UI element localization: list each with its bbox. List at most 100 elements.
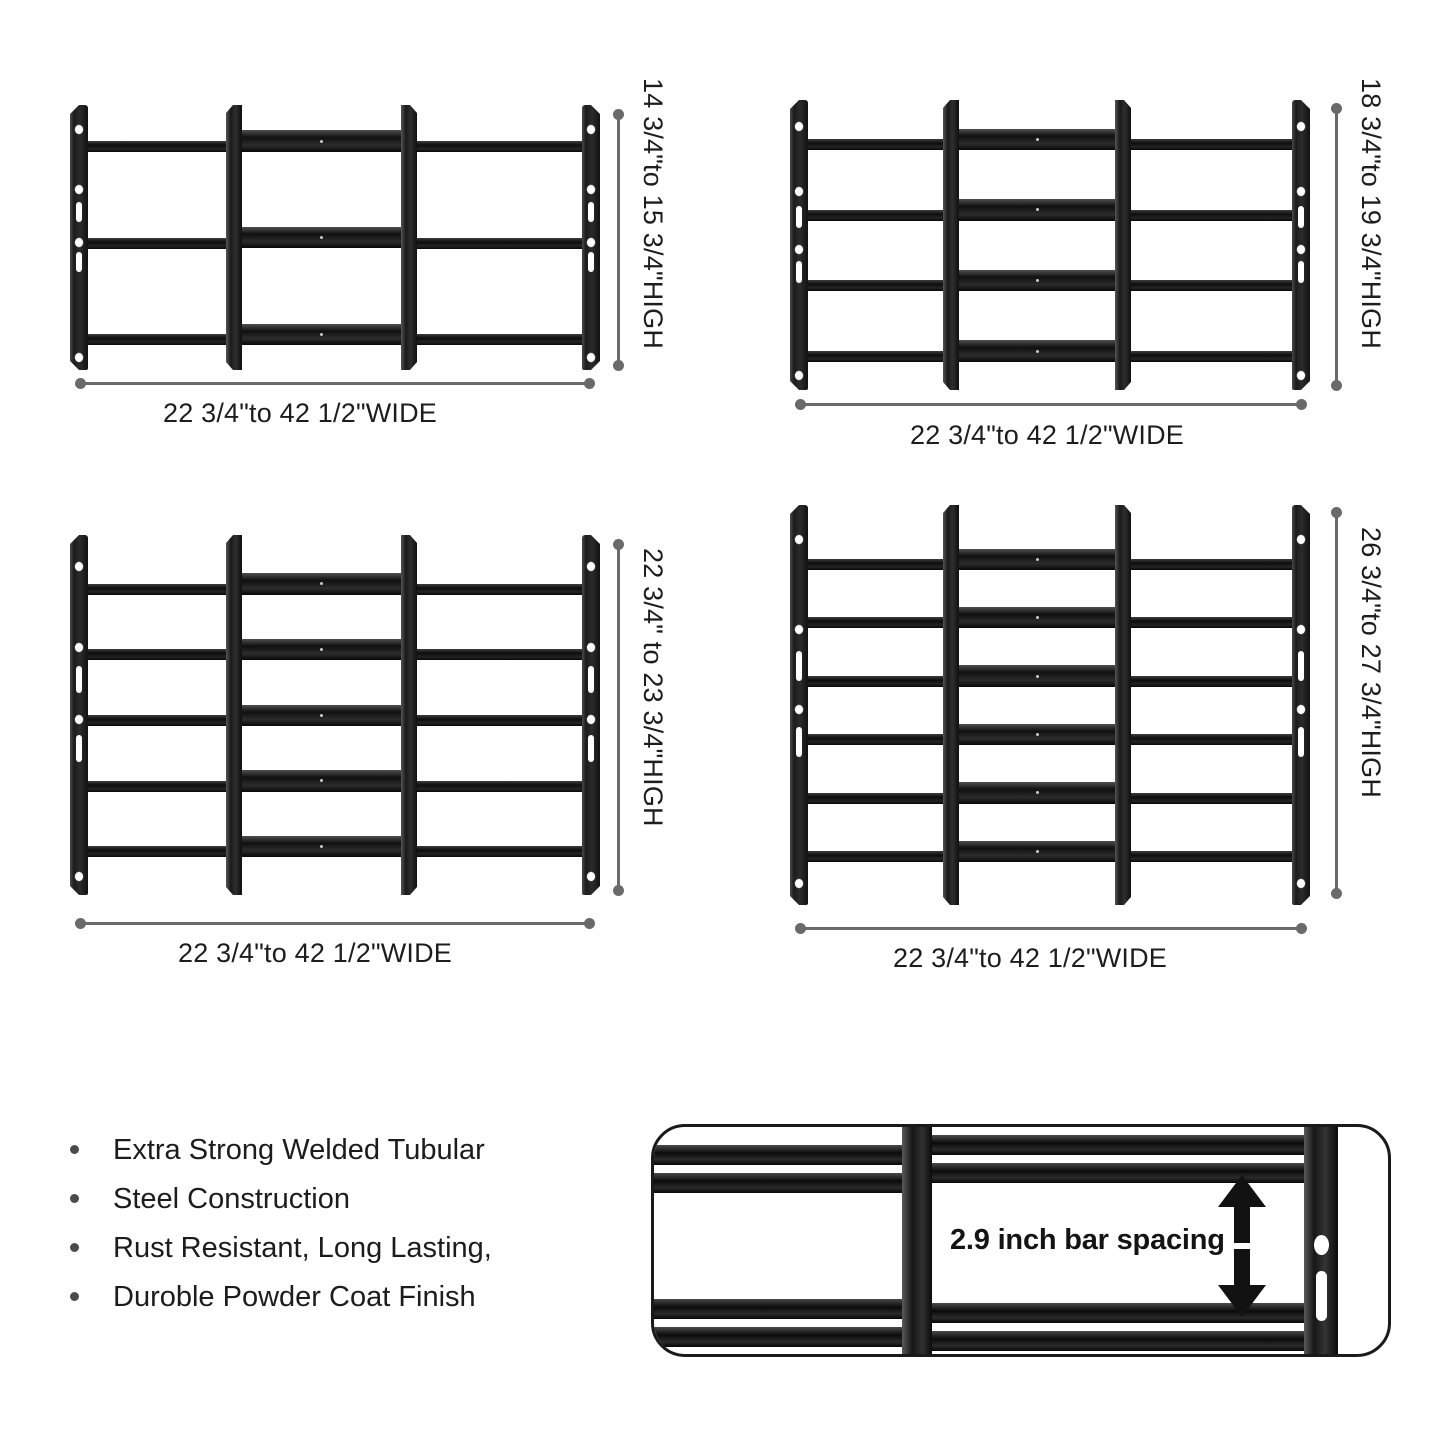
mounting-hole: [587, 643, 595, 652]
vertical-mullion: [226, 105, 242, 370]
horizontal-bar-center: [945, 548, 1129, 570]
vertical-mullion: [1115, 100, 1131, 390]
feature-text: Duroble Powder Coat Finish: [113, 1280, 476, 1313]
product-panel-4: [790, 505, 1310, 905]
features-list: Extra Strong Welded Tubular Steel Constr…: [70, 1134, 610, 1331]
bar-rivet: [1035, 208, 1039, 212]
mounting-slot: [796, 206, 802, 228]
mounting-hole: [587, 562, 595, 571]
mounting-hole: [1297, 879, 1305, 888]
mounting-hole: [795, 245, 803, 254]
bullet-icon: [70, 1291, 79, 1301]
panel-3-height-dimension-line: [612, 539, 624, 896]
horizontal-bar: [1115, 139, 1308, 151]
panel-1-width-dimension-line: [75, 377, 595, 389]
mounting-hole: [75, 353, 83, 362]
horizontal-bar: [1115, 617, 1308, 629]
horizontal-bar-center: [945, 723, 1129, 746]
horizontal-bar: [792, 734, 959, 746]
horizontal-bar-center: [228, 770, 415, 792]
mounting-hole: [587, 185, 595, 194]
panel-3-height-label: 22 3/4" to 23 3/4"HIGH: [638, 548, 668, 827]
horizontal-bar: [792, 559, 959, 570]
panel-4-height-dimension-line: [1330, 507, 1342, 899]
mounting-hole: [795, 187, 803, 196]
mounting-hole: [75, 643, 83, 652]
dimension-endpoint-dot: [795, 398, 806, 410]
horizontal-bar: [1115, 675, 1308, 687]
list-item: Rust Resistant, Long Lasting,: [70, 1232, 610, 1265]
mounting-slot: [76, 252, 82, 272]
panel-2-height-dimension-line: [1330, 103, 1342, 391]
horizontal-bar: [72, 715, 242, 726]
detail-bar: [902, 1135, 1322, 1155]
dimension-endpoint-dot: [1296, 922, 1307, 934]
arrow-shaft: [1234, 1249, 1250, 1287]
horizontal-bar: [792, 139, 959, 151]
horizontal-bar: [792, 617, 959, 629]
horizontal-bar-center: [945, 199, 1129, 221]
dimension-endpoint-dot: [612, 360, 624, 371]
mounting-hole: [587, 715, 595, 724]
list-item: Duroble Powder Coat Finish: [70, 1280, 610, 1314]
panel-1-width-label: 22 3/4"to 42 1/2"WIDE: [163, 398, 438, 428]
panel-4-width-dimension-line: [795, 922, 1307, 934]
arrow-down-icon: [1218, 1249, 1266, 1317]
bar-rivet: [320, 139, 323, 143]
bullet-icon: [70, 1193, 79, 1203]
mounting-hole: [795, 122, 803, 131]
mounting-hole: [795, 625, 803, 634]
dimension-endpoint-dot: [612, 109, 624, 120]
horizontal-bar: [1115, 280, 1308, 292]
horizontal-bar-center: [945, 782, 1129, 804]
horizontal-bar: [401, 583, 598, 595]
product-panel-1: [70, 105, 600, 370]
horizontal-bar: [72, 780, 242, 792]
side-rail-right: [582, 535, 600, 895]
horizontal-bar: [72, 846, 242, 858]
bar-rivet: [1035, 849, 1039, 853]
vertical-mullion: [401, 105, 417, 370]
mounting-hole: [75, 185, 83, 194]
mounting-hole: [587, 125, 595, 134]
mounting-slot: [1298, 651, 1304, 681]
panel-3-width-dimension-line: [75, 917, 595, 929]
horizontal-bar: [792, 851, 959, 862]
panel-2-width-dimension-line: [795, 398, 1307, 410]
side-rail-left: [70, 105, 88, 370]
dimension-endpoint-dot: [1330, 103, 1342, 114]
mounting-hole: [1297, 245, 1305, 254]
side-rail-left: [790, 505, 808, 905]
vertical-mullion: [1115, 505, 1131, 905]
detail-bar: [654, 1299, 906, 1319]
mounting-slot: [1298, 261, 1304, 283]
panel-4-height-label: 26 3/4"to 27 3/4"HIGH: [1356, 527, 1386, 799]
window-bar-grille: [70, 535, 600, 895]
dimension-endpoint-dot: [584, 917, 595, 929]
horizontal-bar: [792, 350, 959, 362]
horizontal-bar-center: [228, 323, 415, 346]
mounting-slot: [796, 727, 802, 757]
side-rail-left: [790, 100, 808, 390]
horizontal-bar: [1115, 350, 1308, 362]
horizontal-bar-center: [945, 606, 1129, 629]
dimension-line: [76, 381, 594, 385]
vertical-mullion: [943, 100, 959, 390]
bullet-icon: [70, 1242, 79, 1252]
mounting-hole: [795, 879, 803, 888]
horizontal-bar: [72, 140, 242, 152]
mounting-hole: [587, 353, 595, 362]
feature-text: Steel Construction: [113, 1182, 350, 1215]
horizontal-bar-center: [228, 835, 415, 858]
bar-spacing-label: 2.9 inch bar spacing: [950, 1224, 1225, 1256]
dimension-line: [796, 402, 1306, 406]
horizontal-bar-center: [228, 130, 415, 152]
horizontal-bar: [792, 792, 959, 804]
window-bar-grille: [70, 105, 600, 370]
mounting-hole: [75, 562, 83, 571]
detail-bar: [654, 1327, 906, 1347]
horizontal-bar-center: [228, 573, 415, 595]
detail-bar: [654, 1145, 906, 1165]
bar-rivet: [1035, 616, 1039, 620]
bar-rivet: [320, 779, 323, 783]
